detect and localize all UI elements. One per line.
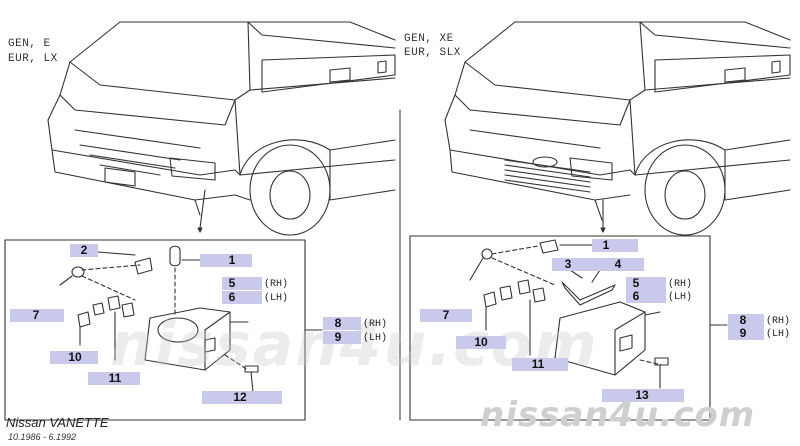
callout-12-left: 12 [233, 390, 247, 404]
callout-2-left: 2 [80, 243, 88, 257]
side-label-lh-left: (LH) [264, 293, 289, 304]
side-label-lh-right: (LH) [668, 292, 693, 303]
variant-label-left-1: GEN, E [8, 38, 51, 50]
van-illustration-left [47, 21, 396, 236]
callout-4-right: 4 [614, 257, 622, 271]
callout-1-left: 1 [228, 253, 236, 267]
footer-dates: 10.1986 - 6.1992 [8, 432, 77, 442]
callout-badge [323, 331, 361, 344]
detail-frame-left [4, 189, 323, 421]
callout-badge [10, 309, 64, 322]
callout-5-left: 5 [228, 276, 236, 290]
side-label-lh2-right: (LH) [766, 329, 791, 340]
callout-7-right: 7 [442, 308, 450, 322]
callout-1-right: 1 [602, 238, 610, 252]
footer-model: Nissan VANETTE [6, 415, 109, 430]
callout-badge [70, 244, 98, 257]
callout-10-left: 10 [68, 350, 82, 364]
callout-badge [728, 327, 764, 340]
callout-badge [626, 290, 666, 303]
side-label-rh-right: (RH) [668, 279, 693, 290]
callout-badge [200, 254, 252, 267]
callout-8-left: 8 [334, 316, 342, 330]
callout-9-left: 9 [334, 330, 342, 344]
callout-11-left: 11 [108, 371, 122, 385]
callout-8-right: 8 [739, 313, 747, 327]
variant-label-left-2: EUR, LX [8, 53, 58, 65]
callout-badge [88, 372, 140, 385]
side-label-lh2-left: (LH) [363, 333, 388, 344]
callout-13-right: 13 [635, 388, 649, 402]
callout-5-right: 5 [632, 276, 640, 290]
callout-badge [602, 389, 684, 402]
exploded-parts-left [59, 245, 259, 393]
watermark-text: nissan4u.com [480, 395, 756, 435]
callout-6-left: 6 [228, 290, 236, 304]
detail-frame-right [409, 199, 728, 421]
callout-badge [222, 277, 262, 290]
side-label-rh-left: (RH) [264, 279, 289, 290]
callout-7-left: 7 [32, 308, 40, 322]
callout-6-right: 6 [632, 289, 640, 303]
callout-badge [50, 351, 98, 364]
callout-9-right: 9 [739, 326, 747, 340]
callout-badge [323, 317, 361, 330]
callout-11-right: 11 [531, 357, 545, 371]
callout-10-right: 10 [474, 335, 488, 349]
callout-badge [728, 314, 764, 327]
callout-badge [222, 291, 262, 304]
callout-badge [456, 336, 506, 349]
callout-badge [202, 391, 282, 404]
callout-badge [552, 258, 644, 271]
side-label-rh2-left: (RH) [363, 319, 388, 330]
variant-label-right-2: EUR, SLX [404, 47, 461, 59]
variant-label-right-1: GEN, XE [404, 33, 454, 45]
callout-badge [420, 309, 472, 322]
callout-3-right: 3 [564, 257, 572, 271]
van-illustration-right [444, 21, 791, 236]
callout-badge [626, 277, 666, 290]
callout-badge [512, 358, 568, 371]
callout-badge [592, 239, 638, 252]
side-label-rh2-right: (RH) [766, 316, 791, 327]
